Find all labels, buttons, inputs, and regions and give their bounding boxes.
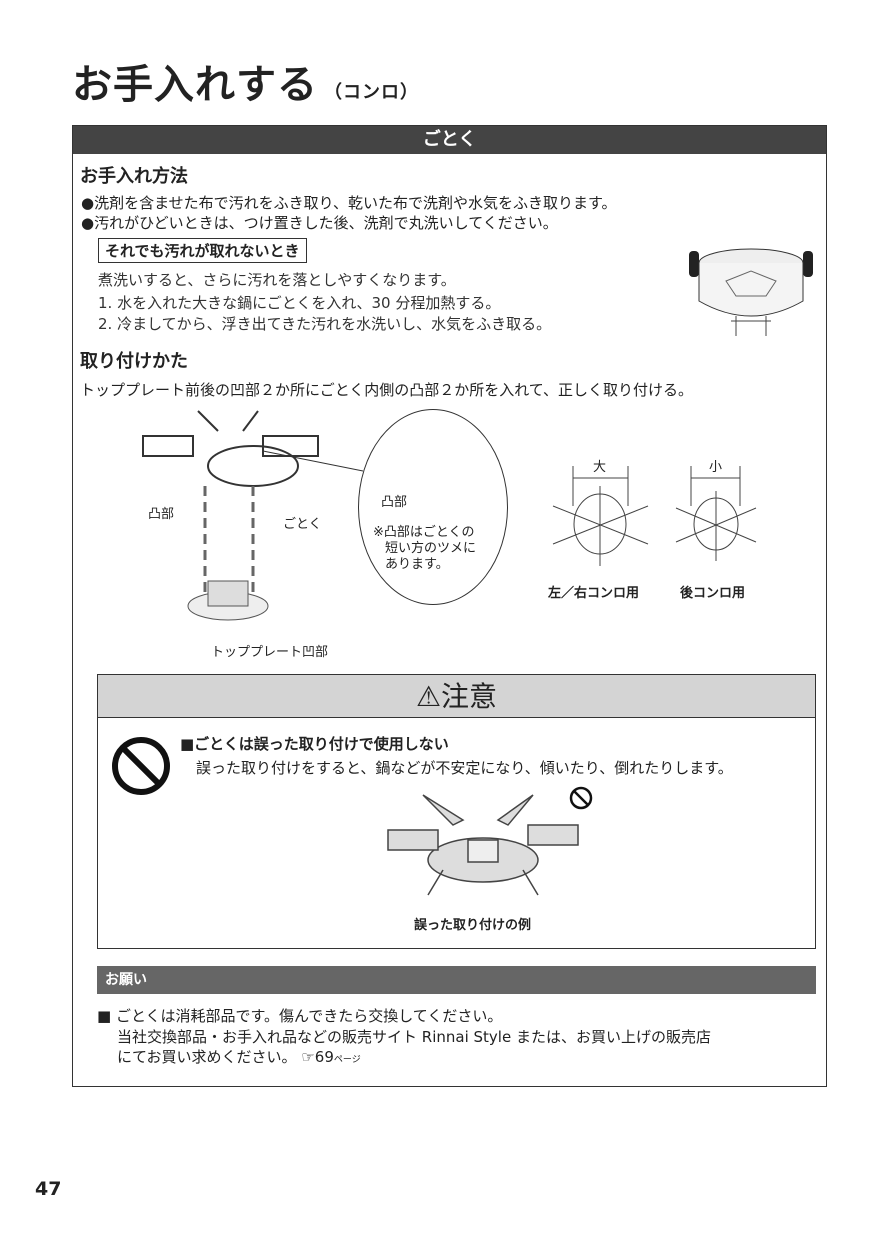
care-heading: お手入れ方法 xyxy=(80,166,188,187)
note-line: 短い方のツメに xyxy=(385,541,477,556)
page-title: お手入れする（コンロ） xyxy=(72,62,419,108)
size-diagram xyxy=(552,466,757,566)
caution-box: ⚠注意 ■ごとくは誤った取り付けで使用しない 誤った取り付けをすると、鍋などが不… xyxy=(97,674,816,949)
section-header: ごとく xyxy=(73,126,826,154)
top-plate-label: トッププレート凹部 xyxy=(211,645,329,660)
convex-label: 凸部 xyxy=(148,507,175,522)
request-line-ref: にてお買い求めください。 ☞69ページ xyxy=(117,1048,361,1066)
rear-burner-label: 後コンロ用 xyxy=(680,586,746,601)
large-label: 大 xyxy=(593,460,607,475)
caution-header: ⚠注意 xyxy=(98,675,815,718)
warning-icon: ⚠ xyxy=(415,680,442,713)
install-heading: 取り付けかた xyxy=(80,351,188,372)
zoom-convex-label: 凸部 xyxy=(381,495,408,510)
prohibited-icon xyxy=(112,737,170,795)
prohibited-small-icon xyxy=(569,786,593,810)
install-text: トッププレート前後の凹部２か所にごとく内側の凸部２か所を入れて、正しく取り付ける… xyxy=(80,381,694,399)
sub-text: 煮洗いすると、さらに汚れを落としやすくなります。 xyxy=(98,271,456,289)
note-line: ※凸部はごとくの xyxy=(373,525,475,540)
gotoku-section: ごとく お手入れ方法 ●洗剤を含ませた布で汚れをふき取り、乾いた布で洗剤や水気を… xyxy=(72,125,827,1087)
wrong-install-illustration xyxy=(387,794,579,896)
small-label: 小 xyxy=(709,460,723,475)
boiling-pot-illustration xyxy=(689,248,813,336)
zoom-bubble xyxy=(358,409,508,605)
page-subtitle: （コンロ） xyxy=(324,82,419,103)
care-bullet: ●洗剤を含ませた布で汚れをふき取り、乾いた布で洗剤や水気をふき取ります。 xyxy=(81,194,617,212)
request-line: ■ ごとくは消耗部品です。傷んできたら交換してください。 xyxy=(97,1007,503,1025)
sub-heading: それでも汚れが取れないとき xyxy=(98,238,307,263)
step: 1. 水を入れた大きな鍋にごとくを入れ、30 分程加熱する。 xyxy=(98,294,501,312)
request-header: お願い xyxy=(97,966,816,994)
left-right-burner-label: 左／右コンロ用 xyxy=(548,586,640,601)
page-number: 47 xyxy=(35,1178,62,1200)
caution-text: 誤った取り付けをすると、鍋などが不安定になり、傾いたり、倒れたりします。 xyxy=(196,759,733,777)
gotoku-install-illustration xyxy=(142,410,364,621)
request-line: 当社交換部品・お手入れ品などの販売サイト Rinnai Style または、お買… xyxy=(117,1028,711,1046)
note-line: あります。 xyxy=(385,557,449,572)
page-ref-link[interactable]: 69 xyxy=(314,1048,334,1066)
wrong-install-caption: 誤った取り付けの例 xyxy=(414,918,532,933)
step: 2. 冷ましてから、浮き出てきた汚れを水洗いし、水気をふき取る。 xyxy=(98,315,552,333)
gotoku-label: ごとく xyxy=(283,517,322,532)
pointing-hand-icon: ☞ xyxy=(301,1048,315,1066)
caution-title: ■ごとくは誤った取り付けで使用しない xyxy=(180,735,449,753)
care-bullet: ●汚れがひどいときは、つけ置きした後、洗剤で丸洗いしてください。 xyxy=(81,214,558,232)
